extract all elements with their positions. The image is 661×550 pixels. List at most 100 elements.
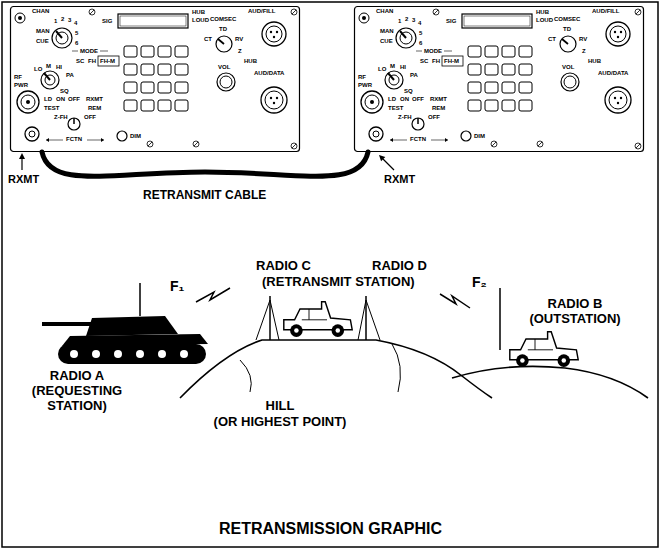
panel-label: CT — [548, 36, 556, 43]
rxmt-leader-part — [21, 158, 22, 170]
panel-label: LD — [44, 96, 52, 103]
panel-label: SIG — [446, 18, 456, 25]
tank — [42, 283, 208, 364]
radio-panel-art — [355, 7, 644, 152]
panel-label: SC — [420, 58, 428, 65]
panel-label: RXMT — [86, 96, 103, 103]
panel-label: PWR — [14, 82, 28, 89]
panel-label: RV — [579, 36, 587, 43]
panel-label: DIM — [474, 133, 485, 140]
hill-part — [452, 366, 648, 398]
panel-label: ON — [56, 96, 65, 103]
panel-label: TEST — [44, 105, 59, 112]
radio-link-bolt-part — [440, 294, 470, 308]
panel-label: HUB — [588, 58, 601, 65]
panel-label: CT — [204, 36, 212, 43]
tank-part — [86, 316, 178, 336]
panel-label: OFF — [68, 96, 80, 103]
panel-label: 2 — [405, 16, 408, 23]
panel-label: AUD/FILL — [248, 8, 275, 15]
panel-label: 3 — [68, 17, 71, 24]
panel-label: TD — [563, 26, 571, 33]
panel-label: AUD/FILL — [592, 8, 619, 15]
panel-label: 3 — [412, 17, 415, 24]
panel-label: MAN — [36, 28, 50, 35]
panel-label: FCTN — [410, 136, 426, 143]
panel-label: LO — [378, 66, 386, 73]
panel-label: Z-FH — [54, 114, 68, 121]
panel-label: 5 — [75, 30, 78, 37]
panel-label: 6 — [75, 40, 78, 47]
callout-label: RXMT — [384, 172, 415, 186]
panel-label: Z — [238, 48, 242, 55]
cable-label: RETRANSMIT CABLE — [141, 188, 268, 202]
panel-label: FH-M — [100, 58, 115, 65]
station-label: RADIO D — [372, 258, 427, 273]
terrain-label: (OR HIGHEST POINT) — [195, 414, 365, 429]
panel-label: 4 — [418, 20, 421, 27]
panel-label: AUD/DATA — [598, 70, 628, 77]
panel-label: PA — [410, 72, 418, 79]
radio-link-bolt — [196, 288, 470, 308]
figure-title: RETRANSMISSION GRAPHIC — [0, 520, 661, 538]
panel-label: LOUD — [536, 17, 553, 24]
jeep — [284, 302, 352, 337]
panel-label: HI — [400, 64, 406, 71]
panel-label: RV — [235, 36, 243, 43]
panel-label: HI — [56, 64, 62, 71]
hill — [180, 340, 648, 398]
panel-label: DIM — [130, 133, 141, 140]
panel-label: M — [390, 63, 395, 70]
station-label: (RETRANSMIT STATION) — [262, 274, 415, 289]
panel-label: LD — [388, 96, 396, 103]
panel-label: TEST — [388, 105, 403, 112]
jeep — [510, 332, 578, 367]
panel-label: RXMT — [430, 96, 447, 103]
tank-part — [139, 283, 141, 316]
panel-label: VOL — [562, 64, 574, 71]
station-label: RADIO C — [256, 258, 311, 273]
panel-label: 1 — [398, 18, 401, 25]
panel-label: CUE — [380, 38, 393, 45]
panel-label: HUB — [192, 9, 205, 16]
panel-label: COMSEC — [554, 16, 580, 23]
panel-label: 5 — [419, 30, 422, 37]
callout-label: RXMT — [8, 172, 39, 186]
panel-label: FH — [432, 58, 440, 65]
panel-label: TD — [219, 26, 227, 33]
hill-part — [240, 360, 251, 392]
panel-label: LOUD — [192, 17, 209, 24]
radio-panel-art — [11, 7, 300, 152]
panel-label: REM — [88, 105, 101, 112]
panel-label: 2 — [61, 16, 64, 23]
panel-label: FH — [88, 58, 96, 65]
panel-label: FH-M — [444, 58, 459, 65]
tank-part — [58, 344, 206, 364]
tank-part — [92, 350, 100, 358]
terrain-label: HILL — [195, 398, 365, 413]
panel-label: OFF — [428, 114, 440, 121]
tank-part — [114, 350, 122, 358]
radio-link-bolt-part — [196, 288, 230, 302]
panel-label: OFF — [412, 96, 424, 103]
panel-label: VOL — [218, 64, 230, 71]
panel-label: SQ — [60, 88, 69, 95]
panel-label: PWR — [358, 82, 372, 89]
panel-label: COMSEC — [210, 16, 236, 23]
panel-label: ON — [400, 96, 409, 103]
rxmt-leader-part — [383, 159, 394, 170]
antenna-mast-part — [256, 300, 270, 340]
antenna-mast-part — [499, 288, 501, 350]
tank-part — [136, 350, 144, 358]
station-label: RADIO B — [520, 296, 630, 311]
station-label: (OUTSTATION) — [520, 311, 630, 326]
rxmt-leader-part — [379, 155, 385, 161]
frequency-label: F₁ — [170, 278, 184, 295]
panel-label: CHAN — [376, 8, 393, 15]
station-label: (REQUESTING STATION) — [22, 383, 132, 413]
antenna-mast — [256, 288, 500, 350]
panel-label: 4 — [74, 20, 77, 27]
panel-label: RF — [358, 74, 366, 81]
